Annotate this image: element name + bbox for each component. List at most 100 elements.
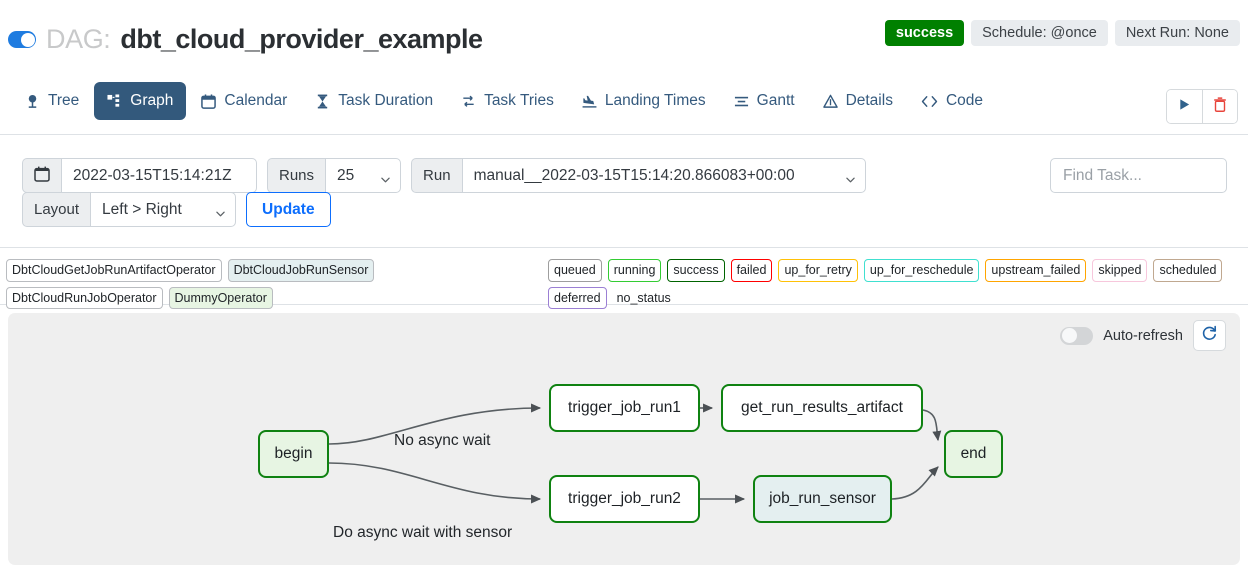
- layout-label: Layout: [22, 192, 91, 227]
- chevron-down-icon: [381, 171, 390, 182]
- edge-begin-to-trigger2: [328, 462, 542, 504]
- tab-task-duration[interactable]: Task Duration: [302, 82, 446, 120]
- edge-artifact-to-end: [922, 409, 942, 442]
- state-legend: queued running success failed up_for_ret…: [548, 259, 1248, 309]
- tab-label: Calendar: [224, 92, 288, 109]
- tab-label: Tree: [48, 92, 80, 109]
- next-run-badge: Next Run: None: [1114, 20, 1240, 46]
- tab-label: Code: [945, 92, 984, 109]
- schedule-badge: Schedule: @once: [971, 20, 1108, 46]
- tab-task-tries[interactable]: Task Tries: [448, 82, 567, 120]
- execution-date-group: 2022-03-15T15:14:21Z: [22, 158, 257, 193]
- toggle-knob: [1061, 328, 1077, 343]
- layout-select[interactable]: Left > Right: [90, 192, 237, 227]
- runs-select[interactable]: 25: [325, 158, 402, 193]
- graph-icon: [107, 93, 122, 109]
- legend-state-up-for-retry[interactable]: up_for_retry: [778, 259, 858, 282]
- tab-bar: Tree Graph Calendar Task Duration Task T: [0, 78, 1248, 135]
- details-triangle-icon: [822, 94, 838, 109]
- graph-node-get-run-results-artifact[interactable]: get_run_results_artifact: [721, 384, 923, 432]
- delete-dag-button[interactable]: [1202, 90, 1237, 123]
- tab-label: Details: [845, 92, 893, 109]
- filter-row-primary: 2022-03-15T15:14:21Z Runs 25 Run manual_…: [22, 158, 866, 193]
- calendar-icon: [34, 166, 50, 186]
- legend-operator-chip[interactable]: DbtCloudRunJobOperator: [6, 286, 163, 309]
- edge-begin-to-trigger1: [328, 403, 542, 445]
- edge-label-do-async-wait-sensor: Do async wait with sensor: [333, 524, 513, 541]
- legend-state-deferred[interactable]: deferred: [548, 286, 607, 309]
- legend-bar: DbtCloudGetJobRunArtifactOperator DbtClo…: [0, 249, 1248, 309]
- run-label: Run: [411, 158, 462, 193]
- find-task-input[interactable]: Find Task...: [1050, 158, 1227, 193]
- graph-node-job-run-sensor[interactable]: job_run_sensor: [753, 475, 892, 523]
- dag-action-buttons: [1166, 89, 1238, 124]
- legend-state-failed[interactable]: failed: [730, 259, 773, 282]
- auto-refresh-toggle[interactable]: [1060, 326, 1094, 345]
- legend-state-running[interactable]: running: [607, 259, 662, 282]
- tab-code[interactable]: Code: [908, 82, 996, 120]
- chevron-down-icon: [845, 171, 855, 182]
- tab-label: Task Duration: [338, 92, 434, 109]
- run-select[interactable]: manual__2022-03-15T15:14:20.866083+00:00: [461, 158, 866, 193]
- tab-gantt[interactable]: Gantt: [721, 82, 808, 120]
- tab-landing-times[interactable]: Landing Times: [569, 82, 719, 120]
- graph-edges: [328, 403, 942, 504]
- graph-node-trigger-job-run1[interactable]: trigger_job_run1: [549, 384, 700, 432]
- filter-bar: 2022-03-15T15:14:21Z Runs 25 Run manual_…: [0, 136, 1248, 248]
- toggle-knob: [20, 32, 35, 47]
- tab-label: Task Tries: [484, 92, 554, 109]
- layout-group: Layout Left > Right: [22, 192, 237, 227]
- filter-row-layout: Layout Left > Right Update: [22, 192, 331, 227]
- graph-refresh-controls: Auto-refresh: [1060, 320, 1226, 351]
- chevron-down-icon: [216, 205, 225, 216]
- tab-label: Gantt: [756, 92, 795, 109]
- tab-calendar[interactable]: Calendar: [188, 82, 300, 120]
- dag-pause-toggle[interactable]: [8, 31, 36, 48]
- gantt-icon: [734, 94, 749, 109]
- legend-state-scheduled[interactable]: scheduled: [1153, 259, 1223, 282]
- page-title: dbt_cloud_provider_example: [120, 24, 483, 54]
- tab-tree[interactable]: Tree: [12, 82, 92, 120]
- legend-operator-chip[interactable]: DbtCloudGetJobRunArtifactOperator: [6, 259, 222, 282]
- graph-panel: Auto-refresh begin trigger_job: [8, 313, 1240, 565]
- trash-icon: [1213, 96, 1227, 117]
- legend-state-no-status[interactable]: no_status: [616, 290, 671, 305]
- layout-select-value: Left > Right: [102, 200, 182, 218]
- header-badges: success Schedule: @once Next Run: None: [884, 20, 1240, 46]
- legend-operator-chip[interactable]: DummyOperator: [168, 286, 273, 309]
- tab-list: Tree Graph Calendar Task Duration Task T: [12, 82, 996, 120]
- runs-label: Runs: [267, 158, 326, 193]
- tree-icon: [25, 94, 40, 109]
- calendar-icon: [201, 93, 217, 109]
- legend-state-up-for-reschedule[interactable]: up_for_reschedule: [863, 259, 980, 282]
- edge-label-no-async-wait: No async wait: [394, 432, 491, 449]
- calendar-picker-button[interactable]: [22, 158, 61, 193]
- legend-state-skipped[interactable]: skipped: [1092, 259, 1148, 282]
- run-select-value: manual__2022-03-15T15:14:20.866083+00:00: [473, 166, 795, 184]
- code-brackets-icon: [921, 94, 938, 109]
- tab-details[interactable]: Details: [810, 82, 906, 120]
- legend-state-success[interactable]: success: [667, 259, 725, 282]
- operator-legend: DbtCloudGetJobRunArtifactOperator DbtClo…: [6, 259, 526, 309]
- hourglass-icon: [315, 94, 330, 109]
- tab-label: Graph: [130, 92, 174, 109]
- retry-icon: [461, 94, 476, 109]
- update-button[interactable]: Update: [246, 192, 331, 227]
- runs-select-value: 25: [337, 166, 355, 184]
- refresh-icon: [1201, 325, 1218, 347]
- edge-sensor-to-end: [891, 466, 939, 500]
- tab-graph[interactable]: Graph: [94, 82, 187, 120]
- graph-node-begin[interactable]: begin: [258, 430, 329, 478]
- page-header: DAG: dbt_cloud_provider_example success …: [0, 0, 1248, 72]
- play-icon: [1178, 98, 1191, 116]
- legend-state-queued[interactable]: queued: [548, 259, 602, 282]
- execution-date-input[interactable]: 2022-03-15T15:14:21Z: [61, 158, 257, 193]
- legend-state-upstream-failed[interactable]: upstream_failed: [985, 259, 1087, 282]
- legend-operator-chip[interactable]: DbtCloudJobRunSensor: [227, 259, 375, 282]
- graph-node-end[interactable]: end: [944, 430, 1003, 478]
- trigger-dag-button[interactable]: [1167, 90, 1202, 123]
- tab-label: Landing Times: [604, 92, 706, 109]
- runs-group: Runs 25: [267, 158, 402, 193]
- refresh-button[interactable]: [1193, 320, 1226, 351]
- graph-node-trigger-job-run2[interactable]: trigger_job_run2: [549, 475, 700, 523]
